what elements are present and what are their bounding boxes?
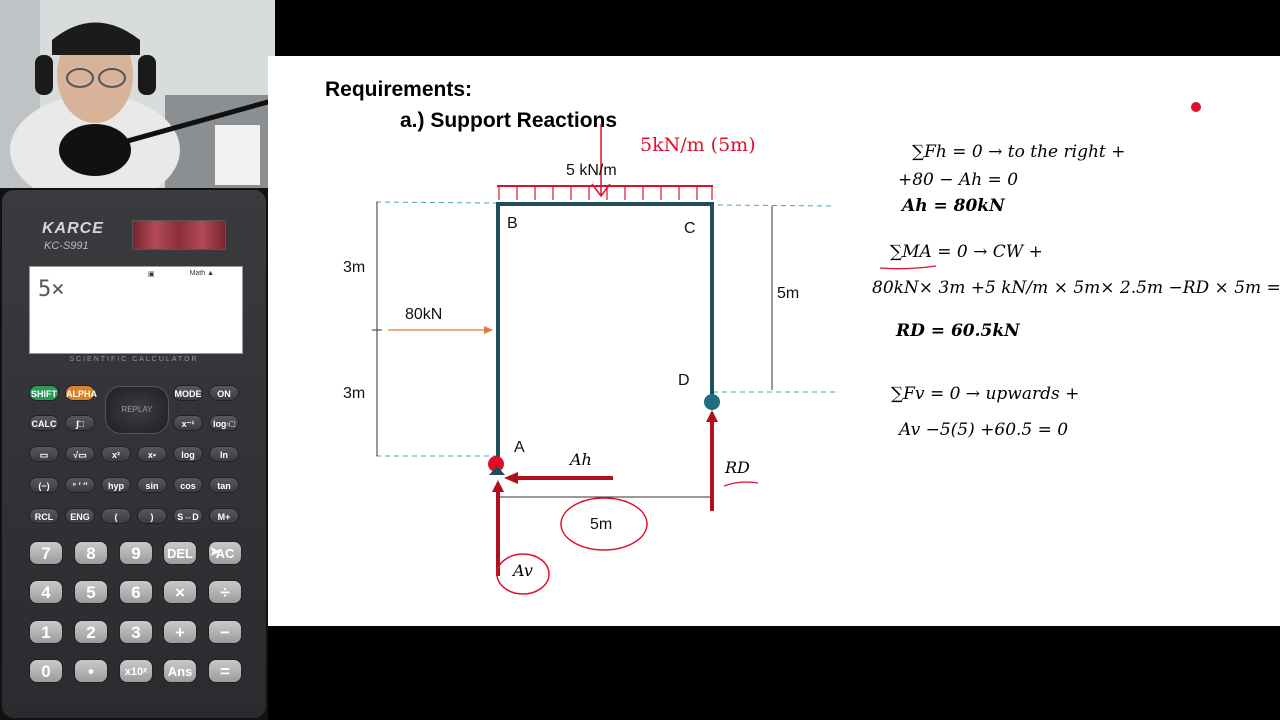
load-bar <box>497 185 713 187</box>
dim-left-top: 3m <box>343 259 366 276</box>
dim-bottom: 5m <box>590 516 613 533</box>
calculator: KARCE KC-S991 ▣ Math ▲ 5× SCIENTIFIC CAL… <box>0 188 268 720</box>
support-a-pin <box>488 456 504 472</box>
key-7[interactable]: 7 <box>29 541 63 565</box>
ans-key[interactable]: Ans <box>163 659 197 683</box>
underline-rd <box>723 481 759 487</box>
frame-diagram <box>372 124 937 595</box>
frame-members <box>496 202 714 466</box>
tan-key[interactable]: tan <box>209 477 239 493</box>
key-9[interactable]: 9 <box>119 541 153 565</box>
mode-key[interactable]: MODE <box>173 385 203 401</box>
sin-key[interactable]: sin <box>137 477 167 493</box>
key-5[interactable]: 5 <box>74 580 108 604</box>
circle-5m <box>560 497 648 551</box>
equation-sum-ma: ∑MA = 0 → CW + <box>890 242 1043 262</box>
m-plus-key[interactable]: M+ <box>209 508 239 524</box>
calculator-body: KARCE KC-S991 ▣ Math ▲ 5× SCIENTIFIC CAL… <box>2 190 266 718</box>
ac-key[interactable]: AC <box>208 541 242 565</box>
degree-key[interactable]: ° ' ″ <box>65 477 95 493</box>
webcam-feed <box>0 0 275 188</box>
dim-right: 5m <box>777 285 800 302</box>
integral-key[interactable]: ∫□ <box>65 415 95 431</box>
equals-key[interactable]: = <box>208 659 242 683</box>
negative-key[interactable]: (−) <box>29 477 59 493</box>
node-a-label: A <box>514 439 525 456</box>
node-d-label: D <box>678 372 690 389</box>
equation-sum-fh: ∑Fh = 0 → to the right + <box>912 142 1126 162</box>
calculator-caption: SCIENTIFIC CALCULATOR <box>69 356 199 363</box>
key-0[interactable]: 0 <box>29 659 63 683</box>
laser-pointer-icon <box>1191 102 1201 112</box>
force-label: 80kN <box>405 306 443 323</box>
power-key[interactable]: x▪ <box>137 446 167 462</box>
slide-title: Requirements: <box>325 78 473 101</box>
reaction-ah-label: Ah <box>570 450 592 469</box>
mouse-pointer-icon: ➤ <box>209 543 221 559</box>
key-8[interactable]: 8 <box>74 541 108 565</box>
eng-key[interactable]: ENG <box>65 508 95 524</box>
equation-fh: +80 − Ah = 0 <box>898 170 1019 190</box>
calc-key[interactable]: CALC <box>29 415 59 431</box>
minus-key[interactable]: − <box>208 620 242 644</box>
display-text: 5× <box>38 277 65 302</box>
calculator-display: ▣ Math ▲ 5× <box>29 266 243 354</box>
alpha-key[interactable]: ALPHA <box>65 385 97 401</box>
underline-ma <box>879 265 937 270</box>
dim-left-bottom: 3m <box>343 385 366 402</box>
circle-av <box>496 553 550 595</box>
calculator-brand: KARCE <box>42 220 104 237</box>
divide-key[interactable]: ÷ <box>208 580 242 604</box>
result-ah: Ah = 80kN <box>902 196 1005 216</box>
replay-pad[interactable]: REPLAY <box>105 386 169 434</box>
lecture-slide: Requirements: a.) Support Reactions <box>268 56 1280 626</box>
equation-ma: 80kN× 3m +5 kN/m × 5m× 2.5m −RD × 5m = 0 <box>872 278 1280 298</box>
square-key[interactable]: x² <box>101 446 131 462</box>
webcam-image <box>0 0 275 188</box>
hyp-key[interactable]: hyp <box>101 477 131 493</box>
decimal-key[interactable]: • <box>74 659 108 683</box>
ln-key[interactable]: ln <box>209 446 239 462</box>
log-key[interactable]: log <box>173 446 203 462</box>
multiply-key[interactable]: × <box>163 580 197 604</box>
inverse-key[interactable]: x⁻¹ <box>173 415 203 431</box>
left-paren-key[interactable]: ( <box>101 508 131 524</box>
equation-fv: Av −5(5) +60.5 = 0 <box>899 420 1069 440</box>
slide-subtitle: a.) Support Reactions <box>400 109 618 132</box>
result-rd: RD = 60.5kN <box>896 321 1020 341</box>
key-3[interactable]: 3 <box>119 620 153 644</box>
x10-key[interactable]: x10ˣ <box>119 659 153 683</box>
node-b-label: B <box>507 215 518 232</box>
load-label: 5 kN/m <box>566 162 617 179</box>
log-base-key[interactable]: log▫□ <box>209 415 239 431</box>
plus-key[interactable]: + <box>163 620 197 644</box>
shift-key[interactable]: SHIFT <box>29 385 59 401</box>
reaction-av-label: Av <box>513 561 533 580</box>
solar-panel <box>132 220 226 250</box>
right-paren-key[interactable]: ) <box>137 508 167 524</box>
indicator-icon: ▣ <box>148 271 155 278</box>
reaction-rd-label: RD <box>725 458 750 477</box>
on-key[interactable]: ON <box>209 385 239 401</box>
key-4[interactable]: 4 <box>29 580 63 604</box>
math-indicator: Math ▲ <box>189 270 214 277</box>
handwritten-load: 5kN/m (5m) <box>640 134 756 156</box>
node-c-label: C <box>684 220 696 237</box>
key-1[interactable]: 1 <box>29 620 63 644</box>
key-2[interactable]: 2 <box>74 620 108 644</box>
fraction-key[interactable]: ▭ <box>29 446 59 462</box>
cos-key[interactable]: cos <box>173 477 203 493</box>
sd-key[interactable]: S⇔D <box>173 508 203 524</box>
equation-sum-fv: ∑Fv = 0 → upwards + <box>891 384 1080 404</box>
load-arrows <box>498 187 713 200</box>
calculator-model: KC-S991 <box>44 240 89 252</box>
sqrt-key[interactable]: √▭ <box>65 446 95 462</box>
del-key[interactable]: DEL <box>163 541 197 565</box>
support-d-roller <box>704 394 720 410</box>
key-6[interactable]: 6 <box>119 580 153 604</box>
rcl-key[interactable]: RCL <box>29 508 59 524</box>
